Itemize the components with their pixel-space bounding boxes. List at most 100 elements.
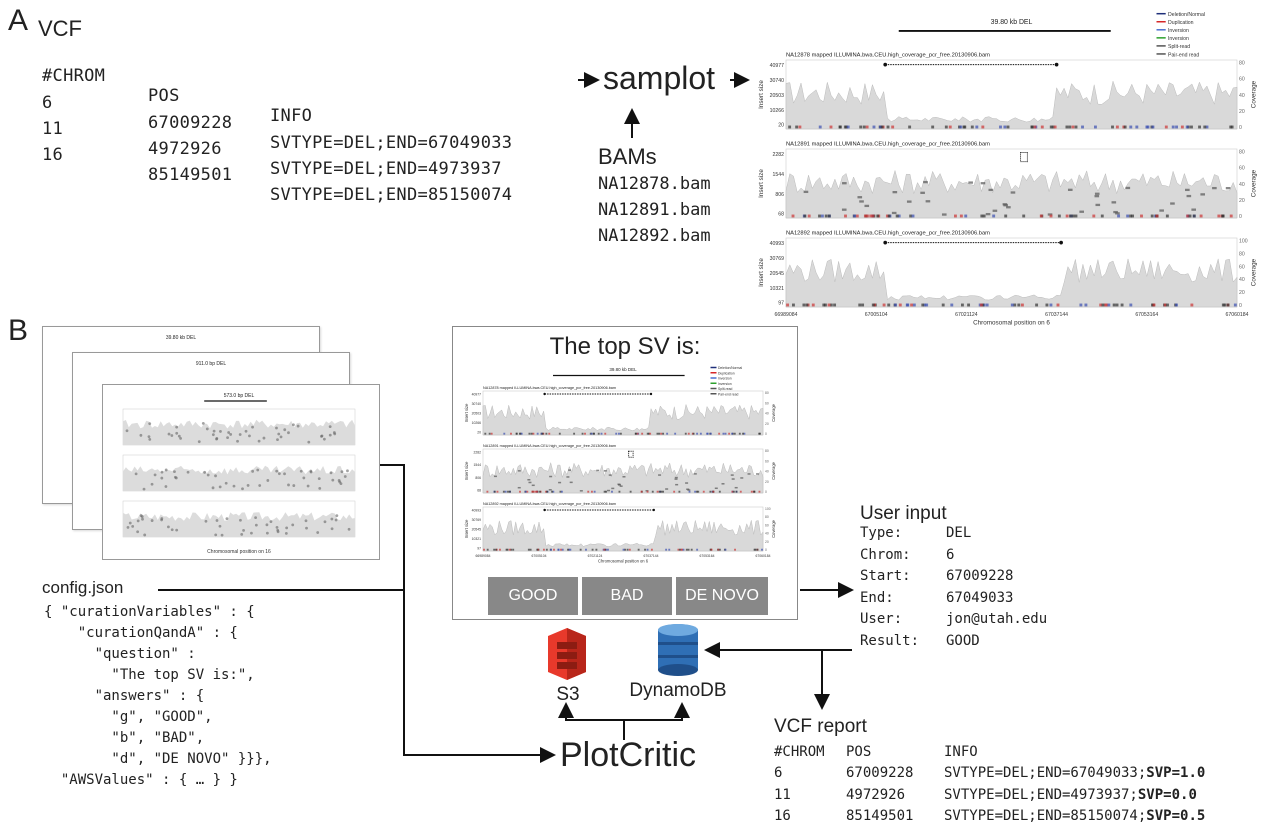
- split-read-point: [649, 392, 653, 396]
- read-strip-mark: [728, 432, 731, 435]
- read-strip-mark: [855, 214, 859, 218]
- y-axis-label: Insert size: [464, 461, 469, 480]
- read-strip-mark: [829, 125, 833, 129]
- bad-button[interactable]: BAD: [582, 577, 672, 615]
- dynamodb-icon: [658, 624, 698, 676]
- read-mark: [1111, 201, 1117, 204]
- read-strip-mark: [567, 548, 569, 551]
- y-tick-label: 10321: [770, 286, 784, 292]
- read-strip-mark: [687, 548, 690, 551]
- read-mark: [747, 473, 751, 475]
- read-strip-mark: [792, 303, 795, 307]
- read-strip-mark: [1164, 125, 1168, 129]
- read-strip-mark: [1081, 125, 1084, 129]
- split-read-cluster: [1020, 151, 1028, 163]
- read-strip-mark: [603, 548, 606, 551]
- read-strip-mark: [941, 303, 945, 307]
- read-point: [239, 518, 242, 522]
- read-strip-mark: [699, 432, 702, 435]
- coverage-area: [482, 461, 764, 494]
- stack-card-title: 39.80 kb DEL: [165, 335, 197, 341]
- read-point: [284, 531, 288, 535]
- coverage-tick-label: 0: [1239, 214, 1242, 220]
- read-strip-mark: [824, 214, 828, 218]
- read-point: [296, 424, 300, 428]
- read-strip-mark: [622, 548, 625, 551]
- legend-entry: Inversion: [718, 382, 732, 386]
- y-axis-label: Insert size: [464, 403, 469, 422]
- read-mark: [1115, 212, 1120, 215]
- report-svp: SVP=1.0: [1146, 765, 1206, 781]
- split-read-point: [883, 62, 888, 67]
- read-strip-mark: [551, 490, 553, 493]
- coverage-axis-label: Coverage: [1250, 258, 1257, 286]
- y-tick-label: 40977: [472, 393, 481, 397]
- read-strip-mark: [1112, 303, 1116, 307]
- read-mark: [923, 180, 928, 184]
- read-point: [177, 434, 181, 438]
- read-strip-mark: [732, 490, 735, 493]
- vcf-row: 6 67009228 SVTYPE=DEL;END=67049033: [42, 73, 512, 153]
- read-strip-mark: [644, 548, 646, 551]
- read-strip-mark: [876, 214, 880, 218]
- read-strip-mark: [1068, 125, 1072, 129]
- read-point: [283, 472, 286, 476]
- read-strip-mark: [515, 432, 518, 435]
- vcf-chrom: 11: [42, 119, 64, 139]
- report-header-cell: POS: [846, 744, 872, 760]
- read-mark: [558, 481, 562, 484]
- read-point: [330, 517, 334, 521]
- coverage-tick-label: 80: [765, 391, 769, 395]
- read-mark: [1170, 202, 1175, 205]
- read-strip-mark: [692, 432, 695, 435]
- vcf-pos: 4972926: [148, 139, 222, 159]
- read-strip-mark: [1017, 303, 1021, 307]
- read-point: [254, 523, 258, 527]
- read-mark: [1067, 188, 1073, 191]
- read-strip-mark: [1065, 125, 1069, 129]
- read-point: [316, 531, 320, 534]
- read-strip-mark: [981, 125, 985, 129]
- read-mark: [1006, 206, 1011, 209]
- read-point: [283, 428, 287, 432]
- read-strip-mark: [880, 125, 884, 129]
- read-mark: [803, 190, 809, 194]
- good-button[interactable]: GOOD: [488, 577, 578, 615]
- read-strip-mark: [739, 490, 742, 493]
- read-strip-mark: [677, 548, 680, 551]
- read-strip-mark: [1006, 125, 1010, 129]
- read-strip-mark: [1049, 303, 1053, 307]
- read-mark: [892, 191, 898, 194]
- read-point: [218, 524, 222, 528]
- read-point: [150, 482, 154, 486]
- read-mark: [665, 488, 669, 490]
- de-novo-button[interactable]: DE NOVO: [676, 577, 768, 615]
- user-input-value: 6: [946, 546, 955, 563]
- coverage-axis-label: Coverage: [771, 519, 776, 538]
- split-read-cluster: [628, 450, 634, 458]
- read-strip-mark: [954, 214, 957, 218]
- y-tick-label: 2282: [773, 152, 785, 158]
- read-mark: [992, 209, 998, 212]
- read-mark: [528, 481, 532, 484]
- read-strip-mark: [1129, 214, 1133, 218]
- read-mark: [1200, 193, 1205, 196]
- samplot-figure: 39.80 kb DELDeletion/NormalDuplicationIn…: [758, 12, 1257, 326]
- vcf-header-info: INFO: [270, 106, 313, 126]
- read-point: [275, 525, 279, 529]
- read-strip-mark: [1084, 303, 1088, 307]
- report-info-cell: SVTYPE=DEL;END=85150074;SVP=0.5: [944, 808, 1205, 824]
- read-strip-mark: [964, 214, 968, 218]
- coverage-tick-label: 20: [1239, 290, 1245, 296]
- read-strip-mark: [495, 548, 497, 551]
- user-input-title: User input: [860, 503, 947, 524]
- read-strip-mark: [518, 432, 521, 435]
- legend-entry: Inversion: [718, 377, 732, 381]
- read-point: [305, 526, 308, 530]
- read-strip-mark: [605, 490, 607, 493]
- read-mark: [891, 211, 897, 215]
- read-point: [214, 533, 218, 537]
- read-mark: [920, 191, 925, 194]
- read-point: [277, 432, 281, 436]
- read-strip-mark: [656, 432, 659, 435]
